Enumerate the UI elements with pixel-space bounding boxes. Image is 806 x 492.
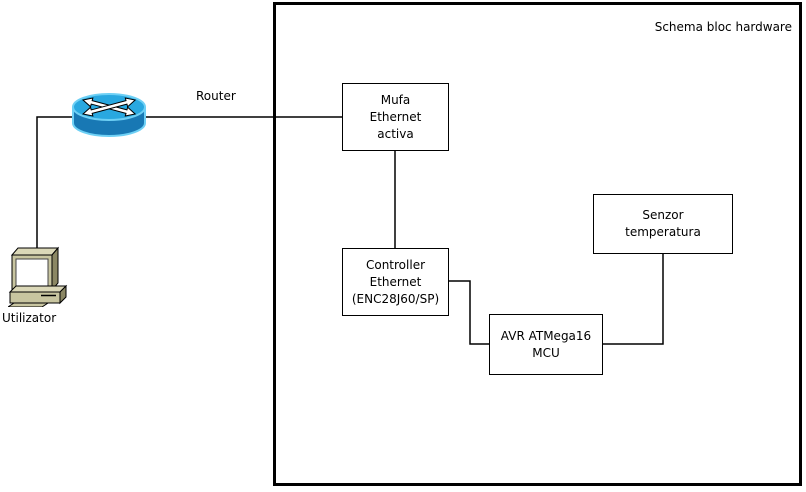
node-text-line: Senzor	[642, 208, 684, 222]
hardware-block-container: Schema bloc hardware	[273, 2, 802, 486]
node-text-line: AVR ATMega16	[500, 328, 592, 343]
node-text-line: temperatura	[625, 225, 701, 239]
wire-avr-senzor	[602, 253, 664, 345]
node-text-line: Mufa	[380, 92, 411, 107]
wire-controller-avr	[448, 280, 489, 345]
node-mufa-ethernet-activa: Mufa Ethernet activa	[342, 83, 449, 151]
computer-icon	[6, 245, 72, 308]
user-label: Utilizator	[2, 311, 57, 325]
node-text-line: (ENC28J60/SP)	[351, 291, 440, 306]
node-avr-atmega16-mcu: AVR ATMega16 MCU	[489, 314, 603, 375]
node-text-line: Ethernet	[369, 109, 422, 124]
node-controller-ethernet: Controller Ethernet (ENC28J60/SP)	[342, 248, 449, 316]
node-text-line: Controller	[365, 257, 426, 272]
node-senzor-temperatura: Senzor temperatura	[593, 194, 733, 254]
node-text-line: Ethernet	[369, 274, 422, 289]
container-title: Schema bloc hardware	[654, 20, 792, 34]
router-icon	[70, 90, 148, 140]
wire-user-router-mufa	[36, 116, 342, 251]
node-text-line: MCU	[532, 345, 560, 360]
router-label: Router	[196, 89, 236, 103]
node-text-line: activa	[377, 126, 414, 141]
